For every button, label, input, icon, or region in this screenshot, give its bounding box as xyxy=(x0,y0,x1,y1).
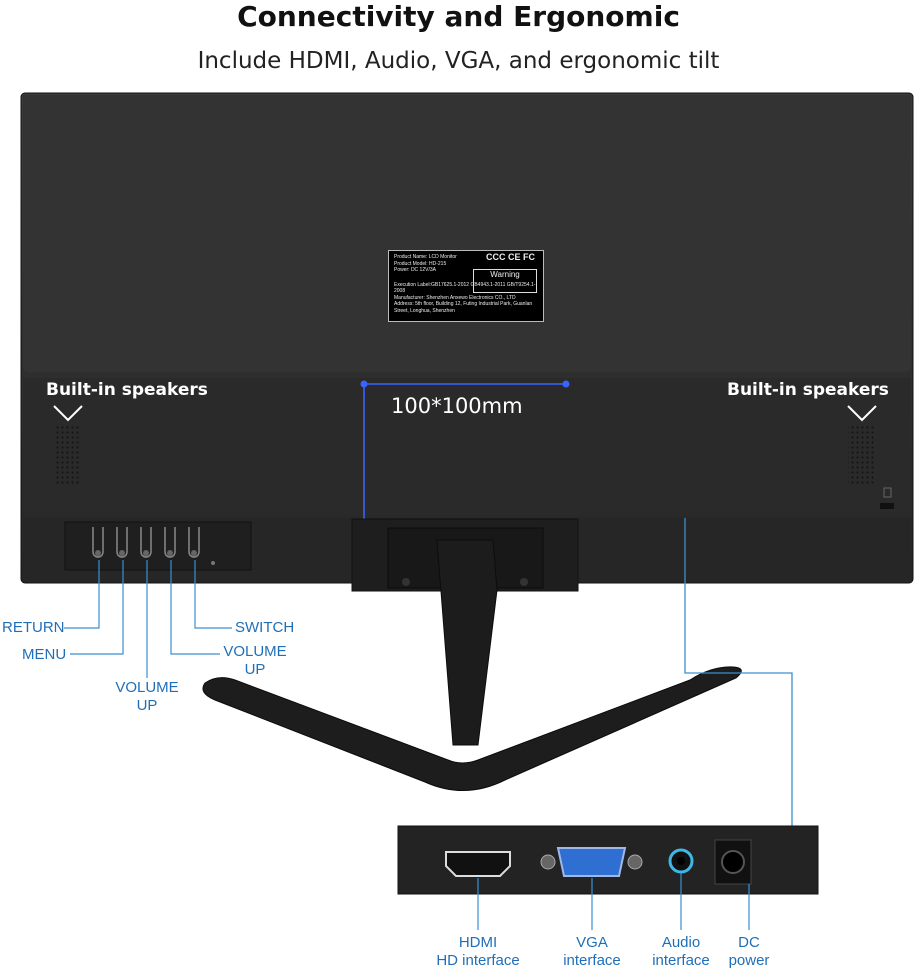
sticker-line: Product Model: HD-215 xyxy=(394,260,447,267)
sticker-line: Address: 5th floor, Building 12, Futing … xyxy=(394,301,533,314)
warning-box: Warning xyxy=(473,269,537,293)
button-housing xyxy=(64,521,252,571)
button-callout-lines xyxy=(64,560,232,678)
volume-up-label-2: VOLUME UP xyxy=(216,643,294,679)
switch-label: SWITCH xyxy=(235,619,295,636)
button-volume-up-1 xyxy=(140,527,152,558)
control-buttons xyxy=(92,527,215,565)
sticker-line: Power: DC 12V/3A xyxy=(394,267,436,273)
right-speaker-chevron-icon xyxy=(847,405,877,422)
audio-label-line2: interface xyxy=(652,952,710,969)
hdmi-label-line1: HDMI xyxy=(458,934,498,951)
return-label: RETURN xyxy=(2,619,65,636)
page-subtitle: Include HDMI, Audio, VGA, and ergonomic … xyxy=(197,48,720,74)
vesa-size-label: 100*100mm xyxy=(391,394,523,418)
lock-icon xyxy=(883,487,892,498)
sticker-line: Product Name: LCD Monitor xyxy=(394,254,457,260)
volume-up-label-1-line1: VOLUME xyxy=(115,679,179,696)
audio-label: Audio interface xyxy=(637,934,725,970)
hdmi-port-icon xyxy=(445,851,511,877)
volume-up-label-2-line2: UP xyxy=(244,661,266,678)
button-menu xyxy=(116,527,128,558)
hdmi-label-line2: HD interface xyxy=(436,952,520,969)
product-label-sticker: Product Name: LCD Monitor Product Model:… xyxy=(388,250,544,322)
monitor-lower-panel xyxy=(23,378,911,515)
dc-label: DC power xyxy=(714,934,784,970)
audio-label-line1: Audio xyxy=(661,934,701,951)
right-speaker-grille xyxy=(848,425,875,485)
button-return xyxy=(92,527,104,558)
vesa-hole-tl xyxy=(360,380,368,388)
menu-label: MENU xyxy=(22,646,67,663)
left-speaker-grille xyxy=(54,425,81,485)
sticker-line: Manufacturer: Shenzhen Anxewo Electronic… xyxy=(394,294,516,301)
stand-neck xyxy=(436,539,498,746)
left-speaker-chevron-icon xyxy=(53,405,83,422)
stand-base xyxy=(202,666,742,791)
sticker-line: Execution Label:GB17625.1-2012 GB4943.1-… xyxy=(394,281,536,295)
button-volume-up-2 xyxy=(164,527,176,558)
volume-up-label-1: VOLUME UP xyxy=(108,679,186,715)
dc-label-line2: power xyxy=(728,952,770,969)
vga-port-icon xyxy=(556,847,627,877)
vga-label-line2: interface xyxy=(563,952,621,969)
volume-up-label-1-line2: UP xyxy=(136,697,158,714)
vesa-hole-tr xyxy=(562,380,570,388)
lock-slot xyxy=(880,503,894,509)
page-title: Connectivity and Ergonomic xyxy=(237,0,680,33)
certification-marks: CCC CE FC xyxy=(486,252,535,262)
dc-label-line1: DC xyxy=(738,934,760,951)
left-speaker-label: Built-in speakers xyxy=(46,380,208,400)
vga-label-line1: VGA xyxy=(576,934,608,951)
port-callout-line xyxy=(684,518,793,826)
right-speaker-label: Built-in speakers xyxy=(727,380,889,400)
monitor-upper-panel xyxy=(23,95,911,372)
volume-up-label-2-line1: VOLUME xyxy=(223,643,287,660)
port-callout-lines xyxy=(477,873,750,930)
button-switch xyxy=(188,527,200,558)
vga-label: VGA interface xyxy=(547,934,637,970)
hdmi-label: HDMI HD interface xyxy=(418,934,538,970)
